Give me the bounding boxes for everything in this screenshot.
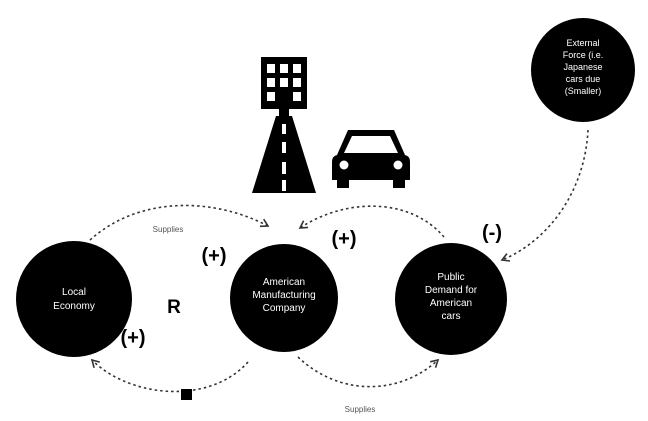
node-external-force-line: (Smaller) [565, 86, 602, 96]
node-manufacturer: American Manufacturing Company [230, 244, 338, 352]
sign-local: (+) [121, 327, 146, 349]
label-supplies-bottom: Supplies [345, 405, 376, 414]
label-supplies-top: Supplies [153, 225, 184, 234]
delay-marker [181, 389, 192, 400]
node-public-demand: Public Demand for American cars [395, 243, 507, 355]
arrow-manufacturer-to-local [90, 358, 249, 393]
node-local-economy: Local Economy [16, 241, 132, 357]
node-manufacturer-line: Manufacturing [252, 290, 315, 301]
sign-manufacturer: (+) [202, 245, 227, 267]
node-external-force: External Force (i.e. Japanese cars due (… [531, 18, 635, 122]
node-external-force-line: Force (i.e. [563, 50, 604, 60]
arrow-external-to-demand [500, 129, 589, 262]
arrow-demand-to-manufacturer [298, 205, 445, 238]
sign-external: (-) [482, 222, 502, 244]
arrow-local-to-manufacturer [89, 204, 270, 241]
node-external-force-line: External [566, 38, 599, 48]
arrow-manufacturer-to-demand [297, 356, 440, 388]
node-external-force-line: cars due [566, 74, 601, 84]
node-local-economy-line: Economy [53, 301, 95, 312]
node-public-demand-line: Public [437, 272, 464, 283]
sign-from-demand: (+) [332, 228, 357, 250]
node-external-force-line: Japanese [563, 62, 602, 72]
loop-label-r: R [167, 297, 181, 318]
node-local-economy-line: Local [62, 287, 86, 298]
node-public-demand-line: American [430, 298, 472, 309]
car-icon [332, 130, 410, 188]
node-public-demand-line: cars [442, 311, 461, 322]
node-public-demand-line: Demand for [425, 285, 478, 296]
node-manufacturer-line: American [263, 277, 305, 288]
building-road-icon [252, 57, 316, 193]
node-manufacturer-line: Company [263, 303, 306, 314]
